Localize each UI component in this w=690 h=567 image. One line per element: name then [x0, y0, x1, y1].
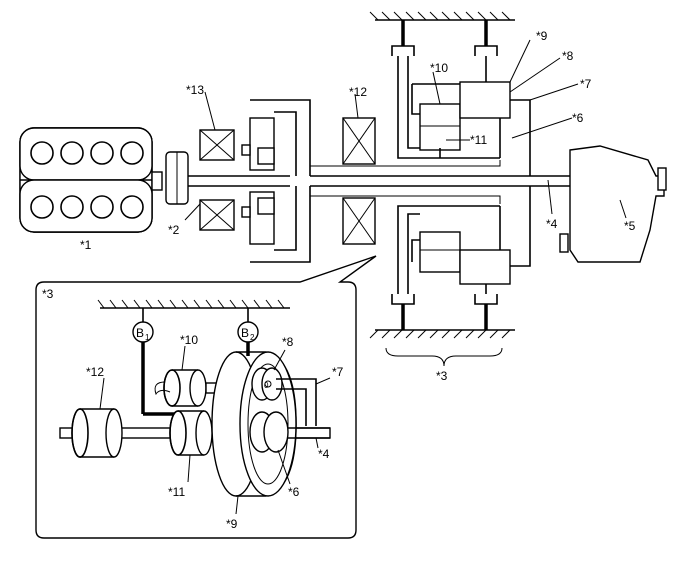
- label-13: *13: [186, 83, 204, 97]
- final-drive: [559, 145, 667, 263]
- leader-lines-top: [184, 39, 627, 221]
- label-10-top: *10: [430, 61, 448, 75]
- engine: [19, 127, 153, 233]
- brake-b1-sub: 1: [145, 333, 150, 342]
- inset-panel: 0: [35, 255, 377, 539]
- label-9-top: *9: [536, 29, 548, 43]
- brake-b1-letter: B: [136, 326, 144, 340]
- label-2: *2: [168, 223, 180, 237]
- brake-b2-sub: 2: [250, 333, 255, 342]
- clutch-assembly: [241, 99, 311, 263]
- label-6-top: *6: [572, 111, 584, 125]
- damper-13: [199, 129, 235, 231]
- label-12-inset: *12: [86, 365, 104, 379]
- label-7-inset: *7: [332, 365, 344, 379]
- main-shaft: [310, 175, 570, 187]
- label-7-top: *7: [580, 77, 592, 91]
- label-10-inset: *10: [180, 333, 198, 347]
- housing-top: [369, 11, 515, 56]
- label-1: *1: [80, 238, 92, 252]
- label-11-inset: *11: [168, 485, 185, 499]
- label-4-top: *4: [546, 217, 558, 231]
- label-9-inset: *9: [226, 517, 238, 531]
- label-6-inset: *6: [288, 485, 300, 499]
- brace-3: [385, 347, 503, 367]
- housing-bottom: [369, 294, 515, 339]
- planetary-lower: [310, 186, 531, 294]
- input-shaft: [188, 175, 290, 187]
- label-8-inset: *8: [282, 335, 294, 349]
- label-8-top: *8: [562, 49, 574, 63]
- label-12-top: *12: [349, 85, 367, 99]
- label-11-top: *11: [470, 133, 487, 147]
- label-3-top: *3: [436, 369, 448, 383]
- label-4-inset: *4: [318, 447, 330, 461]
- hub-mark: 0: [264, 381, 269, 390]
- brake-b2-letter: B: [241, 326, 249, 340]
- flywheel: [151, 151, 189, 205]
- label-5: *5: [624, 219, 636, 233]
- planetary-upper: [310, 56, 531, 176]
- motor-12: [342, 117, 376, 245]
- label-3-inset: *3: [42, 287, 54, 301]
